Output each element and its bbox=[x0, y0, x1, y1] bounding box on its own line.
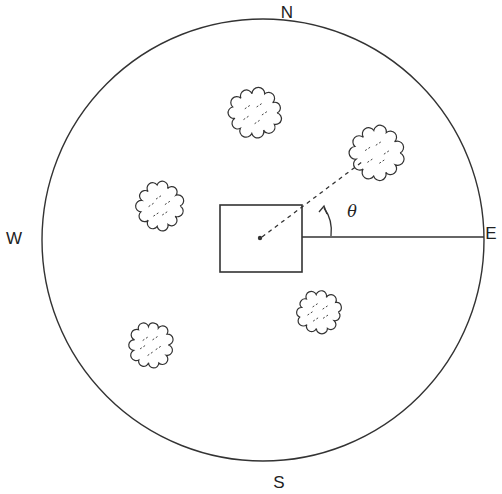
bush-texture bbox=[323, 314, 329, 318]
bush-texture bbox=[156, 346, 162, 350]
bush-texture bbox=[140, 345, 146, 349]
bush-texture bbox=[308, 311, 314, 315]
bush-texture bbox=[262, 111, 268, 115]
bush-texture bbox=[379, 159, 385, 163]
bush-texture bbox=[367, 158, 373, 162]
bush-texture bbox=[245, 105, 251, 109]
compass-south: S bbox=[273, 474, 284, 491]
east-reference-line bbox=[302, 236, 484, 237]
bush-texture bbox=[376, 141, 382, 145]
bush-texture bbox=[244, 116, 250, 120]
bush-outline bbox=[129, 323, 173, 368]
bush-texture bbox=[323, 305, 329, 309]
bush-outline bbox=[136, 181, 184, 231]
compass-north: N bbox=[281, 4, 293, 21]
bush-texture bbox=[156, 195, 162, 199]
bush-texture bbox=[148, 352, 154, 356]
bush-texture bbox=[255, 120, 261, 124]
bush-texture bbox=[313, 303, 319, 307]
bush-texture bbox=[165, 201, 171, 205]
bush-outline bbox=[228, 87, 281, 138]
center-dot bbox=[258, 236, 262, 240]
bush-texture bbox=[149, 203, 155, 207]
bush-texture bbox=[153, 212, 159, 216]
bush-texture bbox=[153, 336, 159, 340]
bush-texture bbox=[365, 147, 371, 151]
bushes bbox=[129, 87, 404, 368]
bearing-line bbox=[262, 162, 362, 237]
angle-arc bbox=[324, 208, 331, 236]
bush-texture bbox=[162, 211, 168, 215]
bush-texture bbox=[257, 103, 263, 107]
building-square bbox=[220, 205, 302, 272]
boundary-circle bbox=[42, 19, 484, 461]
bush-texture bbox=[313, 317, 319, 321]
angle-arrowhead bbox=[319, 206, 327, 214]
bush-texture bbox=[384, 150, 390, 154]
angle-label: θ bbox=[347, 204, 357, 220]
bush-outline bbox=[349, 125, 404, 180]
bush-texture bbox=[143, 337, 149, 341]
bush-outline bbox=[297, 291, 342, 334]
compass-west: W bbox=[6, 230, 22, 247]
compass-east: E bbox=[485, 225, 496, 242]
